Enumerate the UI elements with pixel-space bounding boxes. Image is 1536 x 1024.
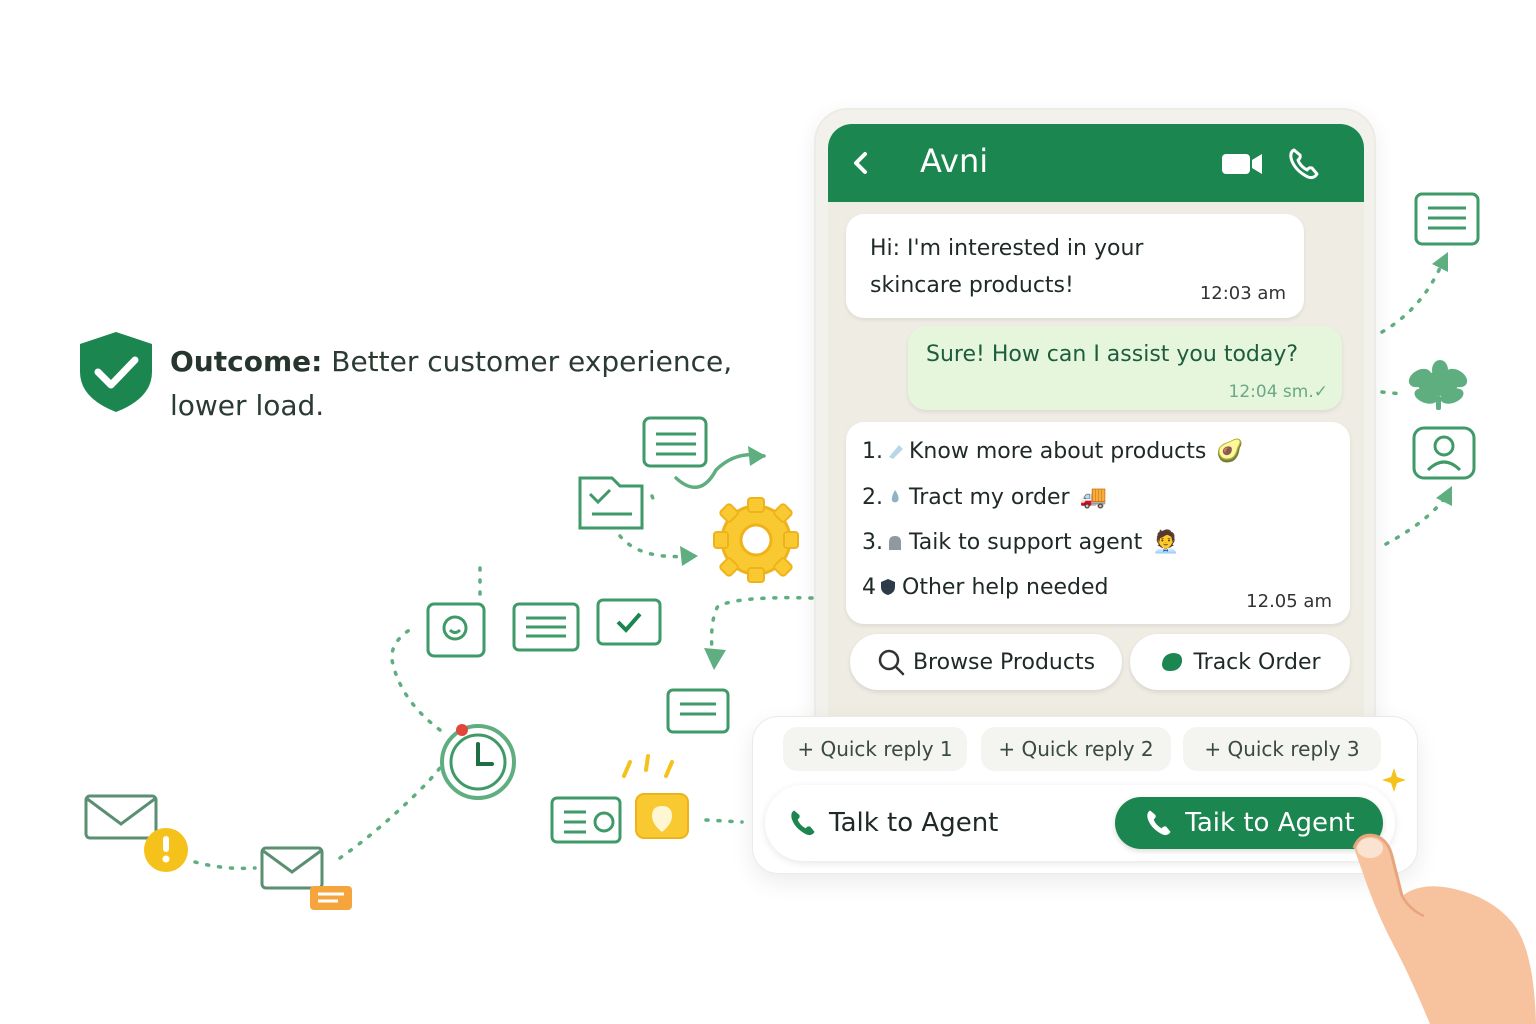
- user-profile-icon: [1412, 426, 1476, 480]
- envelope-tag-icon: [260, 846, 352, 910]
- pointing-hand-illustration: [1352, 833, 1536, 1024]
- message-text: Hi: I'm interested in your skincare prod…: [870, 236, 1144, 298]
- menu-item-products[interactable]: 1. Know more about products 🥑: [862, 434, 1244, 470]
- bottle-icon: [889, 445, 903, 459]
- leaf-cluster-icon: [1408, 360, 1468, 410]
- reply-panel: + Quick reply 1 + Quick reply 2 + Quick …: [752, 716, 1418, 874]
- menu-item-label: Know more about products: [909, 439, 1207, 464]
- headset-icon: [889, 536, 901, 550]
- phone-icon: [1147, 810, 1171, 836]
- menu-message: 1. Know more about products 🥑 2. Tract my o…: [846, 422, 1350, 624]
- video-camera-icon[interactable]: [1220, 150, 1264, 178]
- phone-mockup: Avni Hi: I'm interested in your skincare…: [814, 108, 1376, 748]
- agent-avatar-icon: 🧑‍💼: [1152, 530, 1180, 555]
- quick-reply-1[interactable]: + Quick reply 1: [783, 727, 967, 771]
- message-time: 12:03 am: [1199, 283, 1286, 304]
- outcome-line1: Better customer experience,: [331, 345, 733, 378]
- browse-products-label: Browse Products: [912, 649, 1096, 675]
- quick-reply-2[interactable]: + Quick reply 2: [981, 727, 1171, 771]
- folder-check-icon: [578, 476, 644, 530]
- outcome-text: Outcome: Better customer experience, low…: [170, 340, 770, 428]
- message-text: Sure! How can I assist you today?: [926, 342, 1299, 367]
- envelope-alert-icon: [84, 794, 188, 872]
- menu-item-label: Other help needed: [902, 575, 1109, 600]
- list-document-icon: [512, 602, 580, 652]
- smiley-box-icon: [426, 602, 486, 658]
- menu-item-number: 2.: [862, 485, 883, 510]
- chevron-left-icon[interactable]: [846, 148, 876, 178]
- chat-header: Avni: [828, 124, 1364, 202]
- menu-item-number: 4: [862, 575, 876, 600]
- search-icon: [878, 649, 905, 676]
- phone-icon[interactable]: [1286, 146, 1322, 182]
- track-order-label: Track Order: [1193, 649, 1321, 675]
- outcome-label: Outcome:: [170, 345, 323, 378]
- document-icon: [642, 416, 708, 468]
- menu-item-number: 1.: [862, 439, 883, 464]
- track-order-button[interactable]: Track Order: [1130, 634, 1350, 690]
- avocado-icon: 🥑: [1216, 439, 1244, 464]
- leaf-icon: [1162, 653, 1183, 671]
- outcome-line2: lower load.: [170, 389, 325, 422]
- phone-icon: [791, 810, 815, 836]
- message-user: Hi: I'm interested in your skincare prod…: [846, 214, 1304, 318]
- id-card-icon: [550, 796, 622, 844]
- agent-bar: Talk to Agent Taik to Agent: [765, 785, 1395, 861]
- menu-item-label: Tract my order: [909, 485, 1070, 510]
- shield-icon: [881, 579, 895, 595]
- message-time: 12.05 am: [1246, 591, 1332, 612]
- talk-to-agent-label: Talk to Agent: [829, 808, 999, 838]
- quick-reply-3[interactable]: + Quick reply 3: [1183, 727, 1381, 771]
- idea-icon: [622, 754, 689, 839]
- talk-to-agent-button[interactable]: Taik to Agent: [1115, 797, 1383, 849]
- shield-check-icon: [80, 332, 152, 412]
- message-bot: Sure! How can I assist you today? 12:04 …: [908, 326, 1342, 410]
- browse-products-button[interactable]: Browse Products: [850, 634, 1122, 690]
- menu-item-track[interactable]: 2. Tract my order 🚚: [862, 480, 1107, 516]
- document-icon-right: [1414, 192, 1480, 246]
- talk-to-agent-button-label: Taik to Agent: [1185, 808, 1355, 838]
- menu-item-other[interactable]: 4 Other help needed: [862, 570, 1109, 606]
- clock-icon: [440, 724, 516, 800]
- message-time: 12:04 sm.✓: [1228, 382, 1328, 402]
- document-icon-lower: [666, 688, 730, 734]
- menu-item-number: 3.: [862, 530, 883, 555]
- menu-item-label: Taik to support agent: [909, 530, 1143, 555]
- drop-icon: [891, 490, 899, 503]
- sparkle-icon: [1382, 768, 1406, 792]
- truck-icon: 🚚: [1079, 485, 1107, 510]
- menu-item-support[interactable]: 3. Taik to support agent 🧑‍💼: [862, 525, 1180, 561]
- check-card-icon: [596, 598, 662, 646]
- contact-name: Avni: [920, 142, 989, 180]
- chat-body: Hi: I'm interested in your skincare prod…: [828, 202, 1364, 742]
- talk-to-agent-link[interactable]: Talk to Agent: [787, 805, 998, 841]
- gear-icon: [713, 497, 799, 583]
